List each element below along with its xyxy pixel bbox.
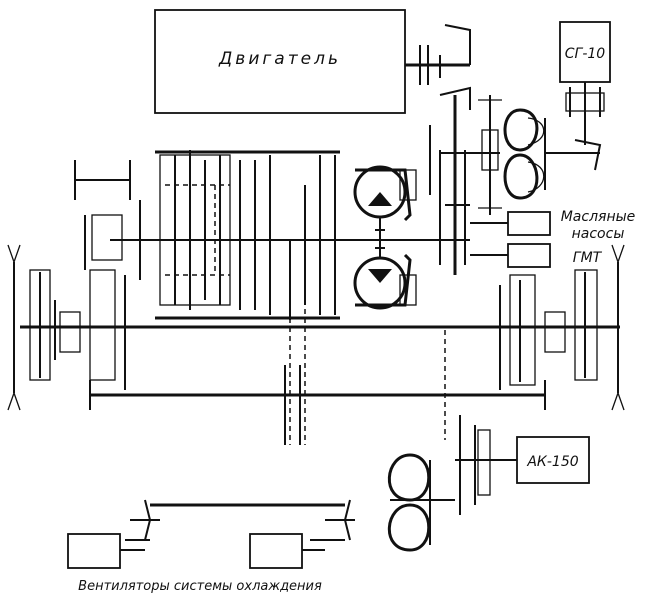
lower-torque-converter bbox=[387, 453, 455, 552]
oil-pumps-unit: Масляные насосы bbox=[470, 209, 635, 242]
gmt-unit: ГМТ bbox=[470, 243, 603, 268]
right-final-drive bbox=[499, 244, 625, 411]
engine-box bbox=[154, 9, 406, 114]
fan-drive: Вентиляторы системы охлаждения bbox=[67, 499, 355, 594]
compressor-unit: АК-150 bbox=[455, 415, 590, 515]
fan-left-box bbox=[67, 533, 121, 569]
gmt-box bbox=[507, 243, 551, 268]
middle-torque-converter bbox=[353, 165, 417, 310]
left-gearbox bbox=[74, 150, 340, 320]
oil-pumps-box bbox=[507, 211, 551, 236]
compressor-box bbox=[516, 436, 590, 484]
fan-right-box bbox=[249, 533, 303, 569]
generator-unit: СГ-10 bbox=[559, 21, 611, 171]
oil-pumps-label-2: насосы bbox=[572, 226, 625, 242]
generator-label: СГ-10 bbox=[565, 46, 606, 62]
fans-label: Вентиляторы системы охлаждения bbox=[78, 579, 322, 594]
left-final-drive bbox=[7, 244, 126, 411]
gmt-label: ГМТ bbox=[573, 250, 603, 266]
engine-unit: Двигатель bbox=[154, 9, 471, 114]
upper-torque-converter bbox=[440, 95, 600, 215]
compressor-label: АК-150 bbox=[526, 454, 578, 470]
oil-pumps-label-1: Масляные bbox=[561, 209, 636, 225]
engine-label: Двигатель bbox=[218, 49, 341, 69]
